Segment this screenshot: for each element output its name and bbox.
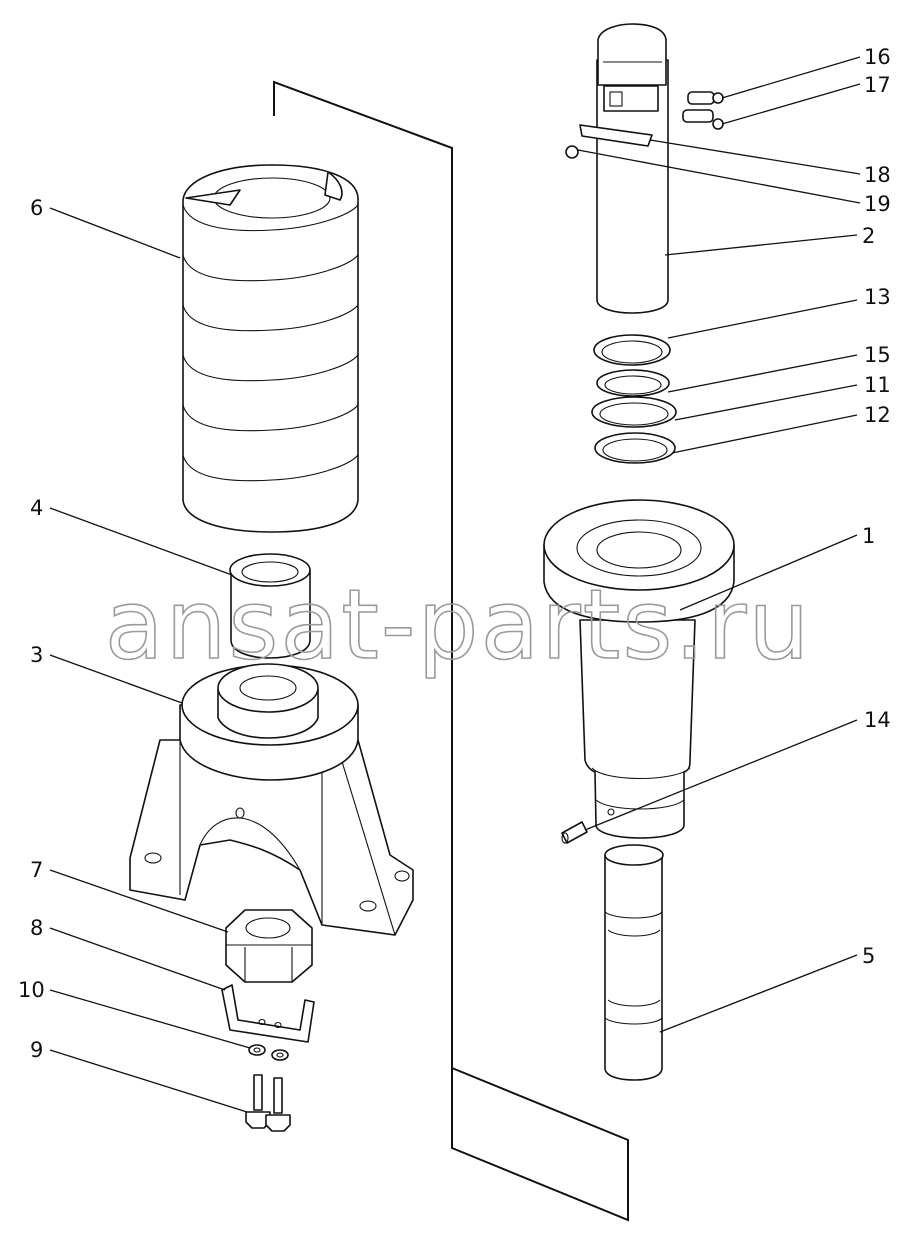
callout-14: 14 bbox=[864, 708, 891, 732]
part-2-cylinder bbox=[565, 23, 669, 314]
part-16-17-fittings bbox=[682, 91, 724, 130]
assembly-frame-line bbox=[273, 80, 629, 1222]
part-7-hex-nut bbox=[225, 909, 313, 983]
part-15-ring bbox=[596, 369, 670, 397]
callout-5: 5 bbox=[862, 944, 875, 968]
callout-9: 9 bbox=[30, 1038, 43, 1062]
part-1-strut-housing bbox=[543, 499, 735, 839]
part-8-locking-plate bbox=[221, 984, 315, 1043]
callout-13: 13 bbox=[864, 285, 891, 309]
leader-lines bbox=[49, 56, 861, 1113]
callout-1: 1 bbox=[862, 524, 875, 548]
part-11-ring bbox=[591, 396, 677, 428]
part-9-bolts bbox=[245, 1074, 291, 1132]
callout-8: 8 bbox=[30, 916, 43, 940]
part-14-pin bbox=[561, 821, 588, 844]
callout-6: 6 bbox=[30, 196, 43, 220]
part-3-base-bracket bbox=[129, 663, 414, 936]
callout-10: 10 bbox=[18, 978, 45, 1002]
part-13-ring bbox=[593, 334, 671, 366]
callout-16: 16 bbox=[864, 45, 891, 69]
callout-18: 18 bbox=[864, 163, 891, 187]
part-10-washers bbox=[248, 1044, 289, 1061]
callout-17: 17 bbox=[864, 73, 891, 97]
watermark-text: ansat-parts.ru bbox=[105, 569, 812, 681]
part-12-ring bbox=[594, 432, 676, 464]
callout-11: 11 bbox=[864, 373, 891, 397]
callout-labels: 6 4 3 7 8 10 9 16 17 18 19 2 13 15 11 12… bbox=[18, 45, 891, 1062]
callout-19: 19 bbox=[864, 192, 891, 216]
part-6-coil-spring bbox=[182, 164, 359, 533]
callout-7: 7 bbox=[30, 858, 43, 882]
part-4-bushing bbox=[229, 553, 311, 659]
part-5-piston-rod bbox=[604, 844, 664, 1081]
callout-15: 15 bbox=[864, 343, 891, 367]
callout-12: 12 bbox=[864, 403, 891, 427]
callout-3: 3 bbox=[30, 643, 43, 667]
callout-4: 4 bbox=[30, 496, 43, 520]
callout-2: 2 bbox=[862, 224, 875, 248]
